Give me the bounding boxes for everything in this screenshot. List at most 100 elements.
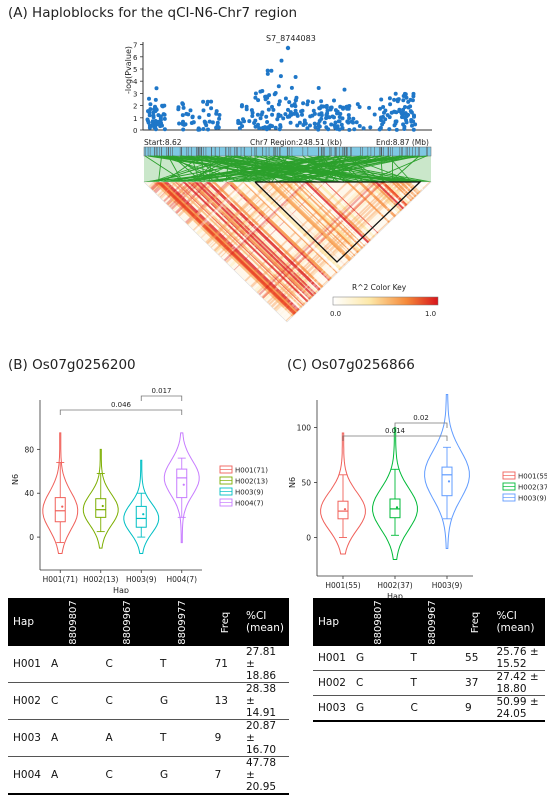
snp-point <box>334 121 338 125</box>
snp-point <box>208 120 212 124</box>
snp-point <box>250 114 254 118</box>
colorkey-max: 1.0 <box>425 310 436 318</box>
snp-point <box>393 123 397 127</box>
snp-point <box>299 109 303 113</box>
violin-chart-b: 04080N6HapH001(71)H002(13)H003(9)H004(7)… <box>0 378 275 593</box>
snp-point <box>410 124 414 128</box>
snp-point <box>378 127 382 131</box>
snp-point <box>358 124 362 128</box>
snp-point <box>340 123 344 127</box>
snp-point <box>277 84 281 88</box>
snp-point <box>247 119 251 123</box>
table-b-cell: A <box>46 646 101 683</box>
table-c-cell: 27.42 ± 18.80 <box>491 671 545 696</box>
table-c-cell: H001 <box>313 646 351 671</box>
snp-point <box>197 115 201 119</box>
snp-point <box>154 98 158 102</box>
snp-point <box>383 109 387 113</box>
snp-point <box>203 120 207 124</box>
table-b-cell: G <box>155 683 210 720</box>
snp-point <box>332 99 336 103</box>
x-axis-label: Hap <box>113 586 129 593</box>
snp-point <box>189 108 193 112</box>
snp-point <box>181 113 185 117</box>
x-tick-label: H002(13) <box>83 575 118 584</box>
snp-point <box>238 126 242 130</box>
y-axis-label: N6 <box>11 474 20 485</box>
snp-point <box>270 113 274 117</box>
table-c-cell: 55 <box>460 646 491 671</box>
snp-point <box>147 97 151 101</box>
mean-point <box>396 506 398 508</box>
snp-point <box>191 115 195 119</box>
colorkey-title: R^2 Color Key <box>352 283 407 292</box>
snp-point <box>323 121 327 125</box>
snp-point <box>156 122 160 126</box>
box <box>442 467 452 496</box>
snp-point <box>206 128 210 132</box>
table-b-header-cell: 8809977 <box>155 598 210 646</box>
table-b-cell: T <box>155 646 210 683</box>
table-c-header-cell: Freq <box>460 598 491 646</box>
y-tick-label: 80 <box>24 445 34 454</box>
box <box>136 506 146 527</box>
snp-point <box>343 88 347 92</box>
y-tick-label: 50 <box>301 479 311 488</box>
snp-point <box>388 96 392 100</box>
snp-point <box>394 92 398 96</box>
snp-point <box>311 100 315 104</box>
snp-point <box>190 121 194 125</box>
snp-point <box>176 107 180 111</box>
table-b-cell: 13 <box>210 683 241 720</box>
table-c-cell: 50.99 ± 24.05 <box>491 696 545 722</box>
snp-point <box>319 117 323 121</box>
table-c-cell: T <box>405 671 460 696</box>
table-b-cell: A <box>46 720 101 757</box>
snp-point <box>335 111 339 115</box>
legend-label: H003(9) <box>518 495 547 503</box>
snp-point <box>407 106 411 110</box>
snp-mapping-lines <box>144 156 431 182</box>
snp-point <box>362 126 366 130</box>
snp-point <box>411 119 415 123</box>
table-b-cell: 71 <box>210 646 241 683</box>
snp-point <box>405 96 409 100</box>
panel-c-title: (C) Os07g0256866 <box>287 357 415 373</box>
table-b-cell: H003 <box>8 720 46 757</box>
snp-point <box>263 125 267 129</box>
snp-point <box>355 120 359 124</box>
snp-point <box>392 98 396 102</box>
snp-point <box>317 86 321 90</box>
snp-point <box>152 115 156 119</box>
snp-point <box>346 121 350 125</box>
manhattan-ytick-label: 4 <box>133 78 138 86</box>
manhattan-ytick-label: 2 <box>133 103 137 111</box>
table-b-cell: H001 <box>8 646 46 683</box>
comparison-bracket <box>141 396 182 401</box>
snp-point <box>406 100 410 104</box>
mean-point <box>344 508 346 510</box>
table-c-cell: C <box>351 671 406 696</box>
box <box>55 498 65 522</box>
snp-point <box>402 127 406 131</box>
snp-point <box>296 114 300 118</box>
box <box>96 499 106 518</box>
snp-point <box>411 98 415 102</box>
snp-point <box>181 128 185 132</box>
snp-point <box>201 127 205 131</box>
peak-label: S7_8744083 <box>266 34 316 43</box>
snp-point <box>351 121 355 125</box>
snp-point <box>356 102 360 106</box>
snp-point <box>313 122 317 126</box>
snp-point <box>368 125 372 129</box>
snp-point <box>410 111 414 115</box>
colorkey-bar <box>333 297 438 305</box>
table-b-cell: H004 <box>8 757 46 795</box>
snp-point <box>294 75 298 79</box>
snp-point <box>397 108 401 112</box>
snp-point <box>201 100 205 104</box>
